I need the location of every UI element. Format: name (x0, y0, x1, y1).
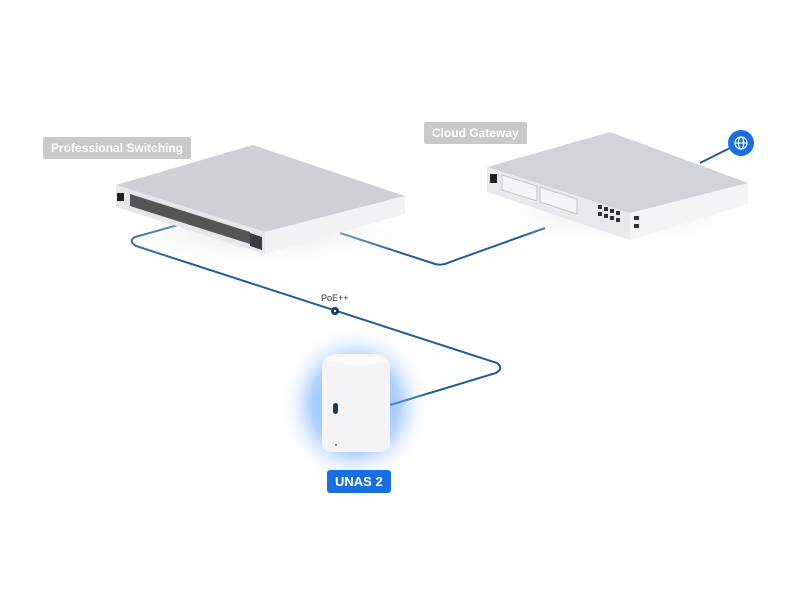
nas-status-led (333, 403, 338, 414)
gateway-label: Cloud Gateway (424, 122, 527, 144)
poe-indicator (331, 307, 339, 315)
switch-device[interactable] (105, 145, 425, 265)
nas-device[interactable] (280, 325, 430, 485)
gateway-device[interactable] (480, 132, 760, 245)
internet-globe-icon[interactable] (728, 130, 754, 156)
switch-ports (130, 194, 262, 250)
cable-switch-to-gateway (339, 227, 546, 266)
nas-label: UNAS 2 (327, 470, 391, 493)
switch-label: Professional Switching (43, 137, 192, 159)
poe-label: PoE++ (321, 293, 349, 303)
gateway-ports (598, 205, 639, 228)
